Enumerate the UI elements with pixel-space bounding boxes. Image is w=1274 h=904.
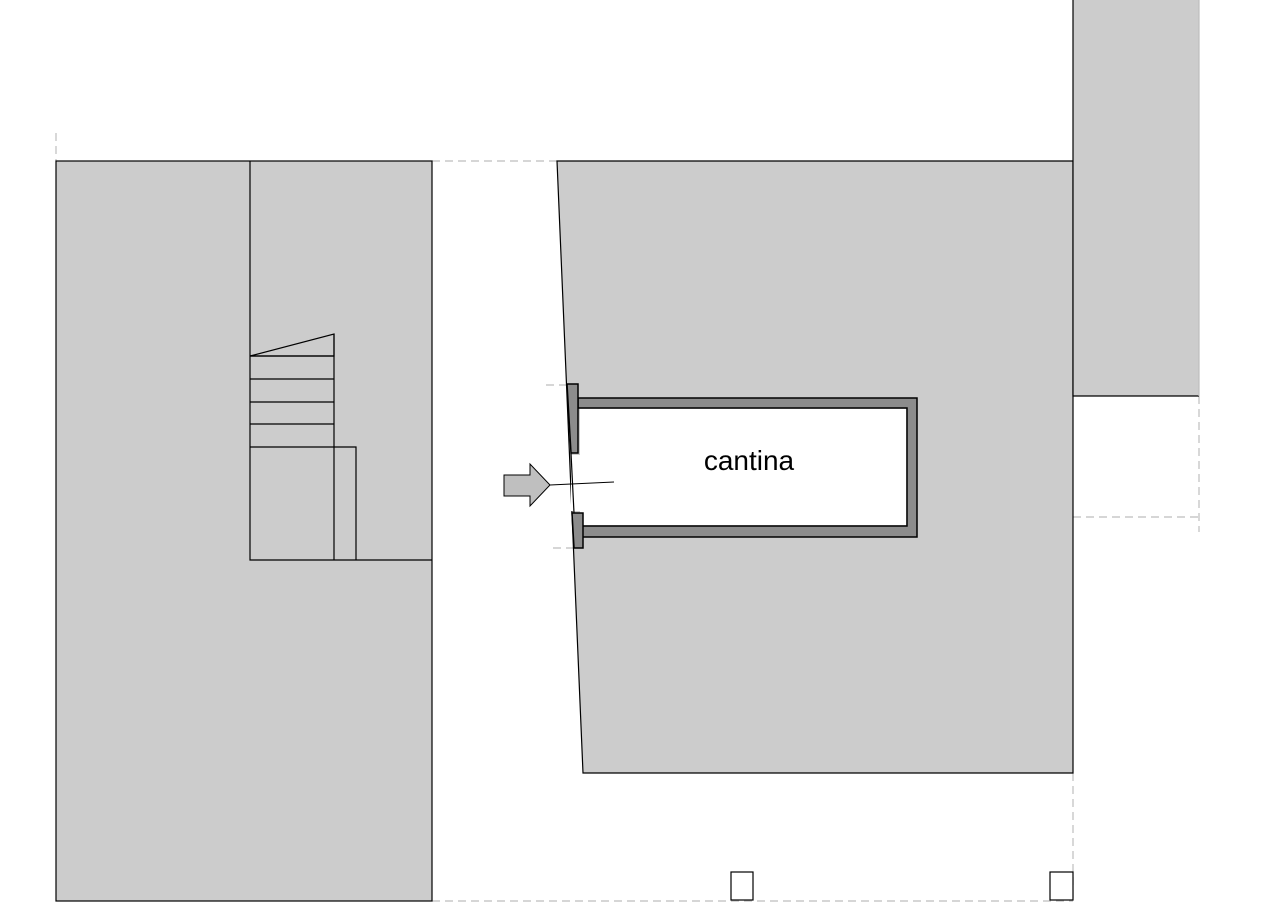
- cantina-room: cantina: [566, 383, 918, 549]
- staircase: [249, 161, 432, 561]
- door-opening: [571, 455, 583, 511]
- column-marker-left: [730, 871, 754, 901]
- entrance-line: [549, 481, 615, 486]
- door-jamb-top: [566, 383, 579, 454]
- entrance-arrow: [503, 462, 551, 508]
- door-jamb-bottom: [571, 512, 584, 549]
- entrance-indicator: [503, 462, 615, 508]
- cantina-label: cantina: [704, 445, 795, 476]
- stair-flight-outline: [250, 446, 357, 560]
- cantina-floor: [580, 409, 906, 525]
- right-annex-block: [1073, 0, 1199, 396]
- stair-wall: [249, 161, 432, 561]
- right-annex-outline: [1072, 0, 1199, 397]
- facade-line-door: [570, 452, 575, 514]
- left-building-block: [55, 160, 433, 902]
- left-building: [55, 160, 433, 902]
- column-marker-right: [1049, 871, 1074, 901]
- right-annex: [1072, 0, 1200, 397]
